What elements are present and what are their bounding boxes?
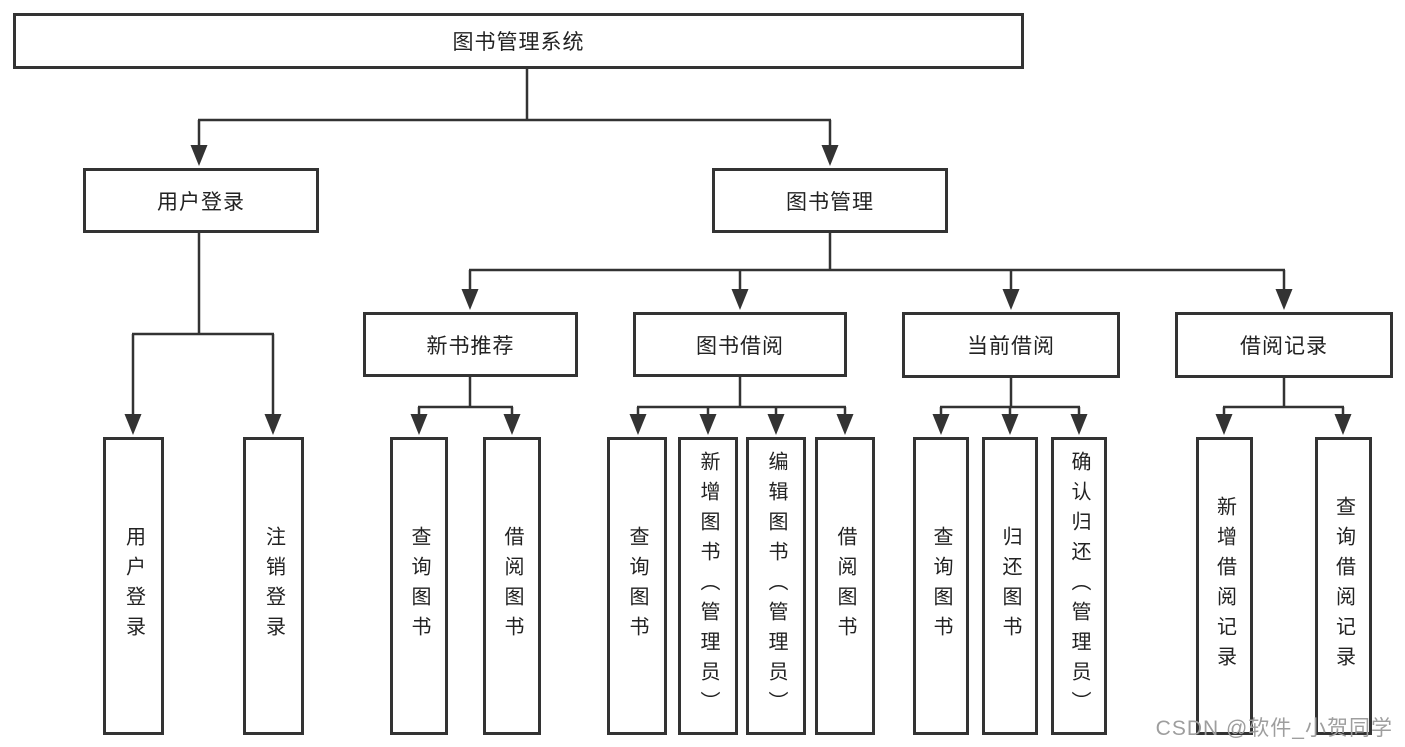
leaf-user-login-label: 用户登录: [122, 526, 145, 646]
leaf-add-book-admin: 新增图书（管理员）: [678, 437, 738, 735]
node-borrow-records-label: 借阅记录: [1240, 335, 1328, 358]
leaf-query-book-current: 查询图书: [913, 437, 969, 735]
node-current-borrow: 当前借阅: [902, 312, 1120, 378]
node-book-management-label: 图书管理: [786, 190, 874, 214]
node-root-system: 图书管理系统: [13, 13, 1024, 69]
node-book-borrow-label: 图书借阅: [696, 334, 784, 358]
node-new-book-recommend: 新书推荐: [363, 312, 578, 377]
node-borrow-records: 借阅记录: [1175, 312, 1393, 378]
leaf-query-book-current-label: 查询图书: [930, 526, 952, 646]
leaf-query-book-recommend: 查询图书: [390, 437, 448, 735]
leaf-query-book-recommend-label: 查询图书: [408, 526, 430, 646]
node-book-management: 图书管理: [712, 168, 948, 233]
leaf-add-book-admin-label: 新增图书（管理员）: [697, 451, 719, 721]
leaf-user-login: 用户登录: [103, 437, 164, 735]
leaf-logout-label: 注销登录: [262, 526, 285, 646]
leaf-query-borrow-record: 查询借阅记录: [1315, 437, 1372, 735]
leaf-add-borrow-record-label: 新增借阅记录: [1213, 496, 1236, 676]
node-user-login: 用户登录: [83, 168, 319, 233]
leaf-edit-book-admin: 编辑图书（管理员）: [746, 437, 806, 735]
node-root-label: 图书管理系统: [452, 31, 585, 54]
node-book-borrow: 图书借阅: [633, 312, 847, 377]
leaf-query-book-borrow: 查询图书: [607, 437, 667, 735]
leaf-return-book-label: 归还图书: [999, 526, 1021, 646]
node-user-login-label: 用户登录: [157, 190, 245, 214]
leaf-borrow-book-label: 借阅图书: [834, 526, 856, 646]
leaf-logout: 注销登录: [243, 437, 304, 735]
node-current-borrow-label: 当前借阅: [967, 335, 1055, 358]
leaf-borrow-book: 借阅图书: [815, 437, 875, 735]
leaf-edit-book-admin-label: 编辑图书（管理员）: [765, 451, 787, 721]
leaf-confirm-return-admin-label: 确认归还（管理员）: [1068, 451, 1090, 721]
leaf-add-borrow-record: 新增借阅记录: [1196, 437, 1253, 735]
leaf-return-book: 归还图书: [982, 437, 1038, 735]
leaf-borrow-book-recommend: 借阅图书: [483, 437, 541, 735]
leaf-confirm-return-admin: 确认归还（管理员）: [1051, 437, 1107, 735]
csdn-watermark: CSDN @软件_小贺同学: [1155, 717, 1393, 740]
leaf-query-book-borrow-label: 查询图书: [626, 526, 648, 646]
leaf-borrow-book-recommend-label: 借阅图书: [501, 526, 523, 646]
node-new-book-recommend-label: 新书推荐: [426, 334, 515, 358]
leaf-query-borrow-record-label: 查询借阅记录: [1332, 496, 1355, 676]
